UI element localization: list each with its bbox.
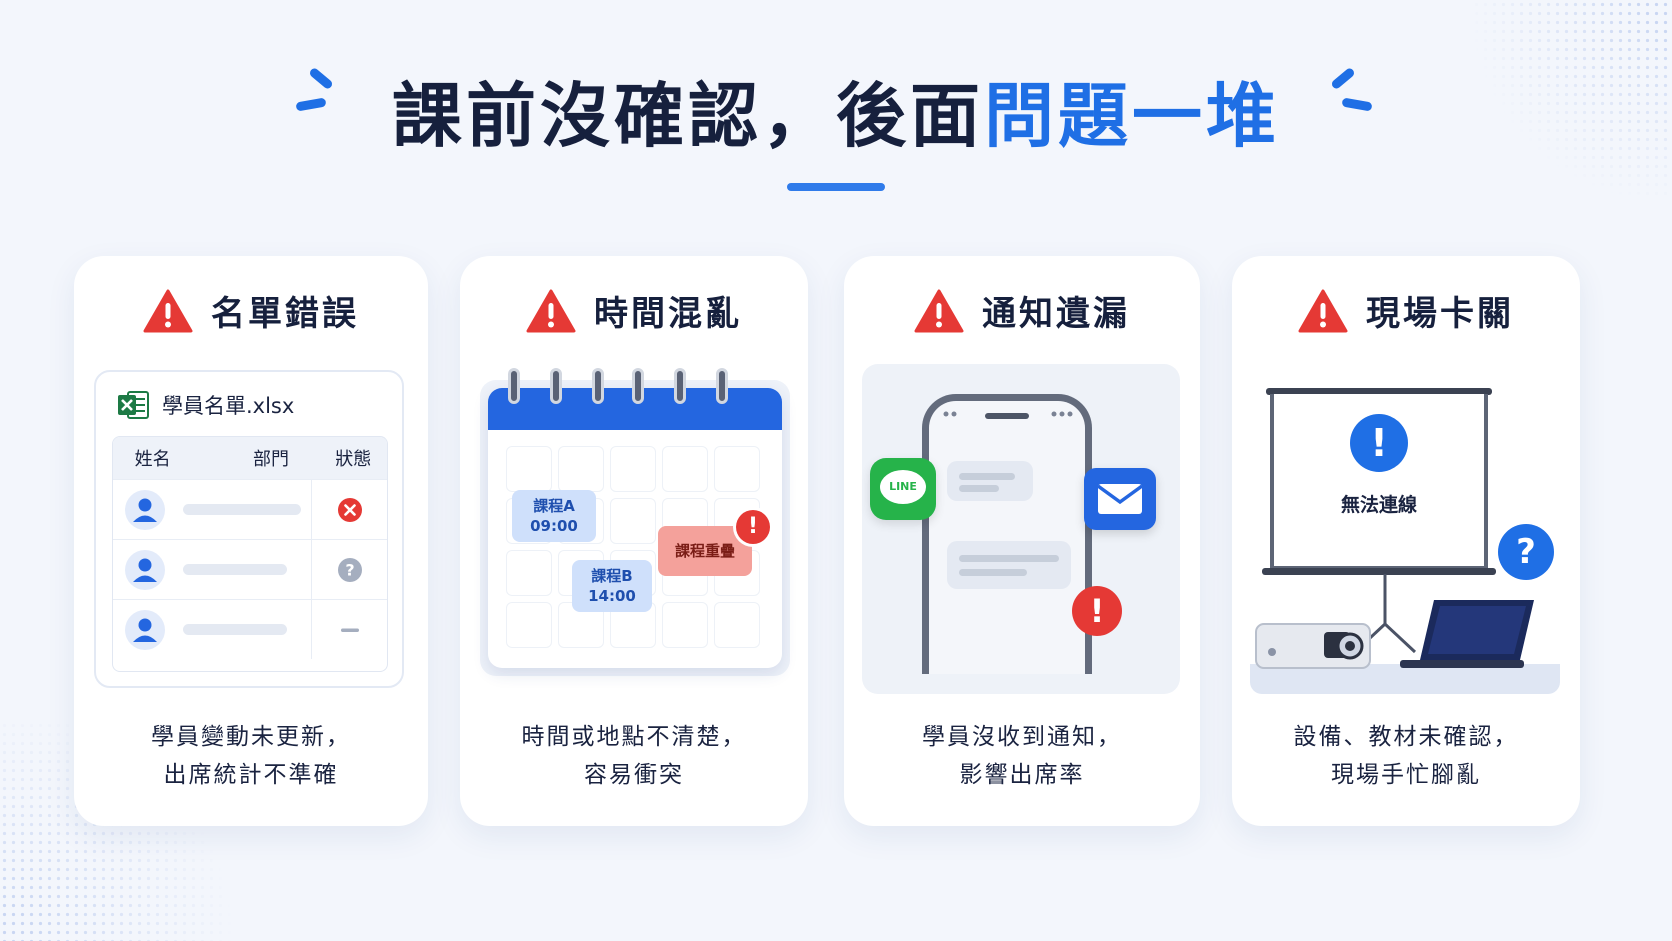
- column-header: 狀態: [335, 449, 372, 470]
- user-avatar-icon: [125, 549, 165, 590]
- card-notification-missed: 通知遺漏 LINE ! 學員沒收到通知， 影響: [844, 256, 1200, 826]
- card-title: 名單錯誤: [211, 294, 359, 334]
- warning-icon: [1298, 289, 1348, 332]
- question-icon: ?: [333, 553, 367, 587]
- message-bubble: [947, 461, 1033, 501]
- page-title: 課前沒確認，後面問題一堆: [392, 60, 1280, 161]
- column-header: 部門: [252, 449, 289, 470]
- event-course-b: 課程B 14:00: [572, 560, 652, 612]
- page-title-main: 課前沒確認，後面: [392, 75, 984, 157]
- conflict-alert-icon: !: [736, 510, 770, 544]
- card-title: 現場卡關: [1366, 294, 1514, 334]
- alert-icon: !: [1350, 414, 1408, 472]
- card-title: 時間混亂: [594, 294, 742, 334]
- projector-illustration: ! 無法連線 ?: [1250, 364, 1560, 694]
- table-header: 姓名 部門 狀態: [113, 437, 387, 479]
- dash-icon: [333, 613, 367, 647]
- smartphone-icon: [922, 394, 1092, 674]
- card-roster-error: 名單錯誤 學員名單.xlsx 姓名 部門 狀態: [74, 256, 428, 826]
- card-onsite-stuck: 現場卡關 ! 無法連線 ? 設備、教材未確認， 現場手忙腳亂: [1232, 256, 1580, 826]
- user-avatar-icon: [125, 609, 165, 650]
- name-placeholder-bar: [183, 564, 287, 575]
- event-conflict: 課程重疊: [658, 526, 752, 576]
- question-bubble-icon: ?: [1498, 524, 1554, 580]
- card-description: 時間或地點不清楚， 容易衝突: [521, 724, 747, 788]
- card-title: 通知遺漏: [982, 294, 1130, 334]
- laptop-icon: [1400, 600, 1534, 668]
- warning-icon: [914, 289, 964, 332]
- email-icon: [1084, 468, 1156, 530]
- card-schedule-confusion: 時間混亂 課程A 09:00 課程B 14:00 課程重疊: [460, 256, 808, 826]
- card-description: 設備、教材未確認， 現場手忙腳亂: [1293, 724, 1519, 788]
- warning-icon: [526, 289, 576, 332]
- message-bubble: [947, 541, 1071, 589]
- projector-icon: [1255, 623, 1371, 669]
- file-name: 學員名單.xlsx: [162, 394, 295, 418]
- card-description: 學員變動未更新， 出席統計不準確: [151, 724, 351, 788]
- excel-file-icon: [118, 391, 149, 419]
- page-title-highlight: 問題一堆: [984, 75, 1280, 157]
- name-placeholder-bar: [183, 504, 301, 515]
- alert-icon: !: [1072, 586, 1122, 636]
- table-row: [113, 479, 387, 539]
- user-avatar-icon: [125, 489, 165, 530]
- phone-illustration: LINE !: [862, 364, 1180, 694]
- event-course-a: 課程A 09:00: [512, 490, 596, 542]
- spreadsheet-preview: 學員名單.xlsx 姓名 部門 狀態: [94, 370, 404, 688]
- table-row: [113, 599, 387, 659]
- svg-text:?: ?: [345, 560, 354, 579]
- error-x-icon: [333, 493, 367, 527]
- name-placeholder-bar: [183, 624, 287, 635]
- table-row: ?: [113, 539, 387, 599]
- calendar-illustration: 課程A 09:00 課程B 14:00 課程重疊 !: [480, 368, 790, 680]
- screen-message: 無法連線: [1340, 494, 1417, 516]
- warning-icon: [143, 289, 193, 332]
- card-description: 學員沒收到通知， 影響出席率: [922, 724, 1122, 788]
- roster-table: 姓名 部門 狀態: [112, 436, 388, 672]
- column-header: 姓名: [134, 449, 171, 470]
- line-app-icon: LINE: [870, 458, 936, 520]
- title-underline: [787, 183, 885, 191]
- page-header: 課前沒確認，後面問題一堆: [0, 60, 1672, 161]
